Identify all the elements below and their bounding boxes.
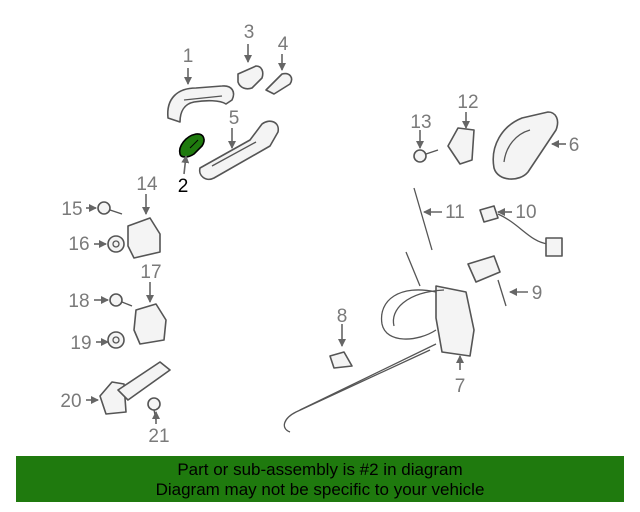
callout-2: 2 [178,176,189,197]
banner-line-2: Diagram may not be specific to your vehi… [155,480,485,499]
part-5-handle-frame[interactable] [198,120,280,181]
callout-4: 4 [278,34,289,55]
callout-6: 6 [569,135,580,156]
callout-3: 3 [244,22,255,43]
info-banner: Part or sub-assembly is #2 in diagram Di… [16,456,624,502]
callout-8: 8 [337,306,348,327]
part-3-cap[interactable] [237,65,264,90]
callout-11: 11 [445,202,465,223]
part-20-check[interactable] [99,361,171,415]
callout-14: 14 [136,174,158,195]
part-6-inside-handle[interactable] [492,111,559,180]
callout-12: 12 [457,92,478,113]
part-14-hinge[interactable] [127,217,161,259]
part-2-highlighted[interactable] [178,133,205,158]
part-9-cylinder[interactable] [467,255,507,307]
callout-21: 21 [148,426,169,447]
part-15-bolt[interactable] [97,201,123,215]
part-4-gasket[interactable] [265,72,293,95]
part-10-connector[interactable] [479,205,563,257]
part-18-bolt[interactable] [109,293,133,307]
callout-7: 7 [455,376,466,397]
callout-16: 16 [68,234,89,255]
callout-5: 5 [229,108,240,129]
part-17-hinge[interactable] [133,303,167,345]
callout-15: 15 [61,199,82,220]
leader-lines [86,44,566,424]
part-8-clip[interactable] [329,351,353,369]
callout-labels: 1 2 3 4 5 6 7 8 9 10 11 12 13 14 15 16 1… [60,22,579,447]
callout-9: 9 [532,283,543,304]
callout-13: 13 [410,112,431,133]
part-11-rod[interactable] [413,187,433,251]
parts-diagram: 1 2 3 4 5 6 7 8 9 10 11 12 13 14 15 16 1… [60,22,579,447]
banner-line-1: Part or sub-assembly is #2 in diagram [177,460,463,479]
part-13-bolt[interactable] [413,149,439,163]
part-1-outside-handle[interactable] [167,85,235,123]
part-7-latch[interactable] [283,251,475,433]
part-19-nut[interactable] [107,331,125,349]
part-21-bolt[interactable] [147,397,161,421]
callout-17: 17 [140,262,161,283]
callout-10: 10 [515,202,536,223]
callout-1: 1 [183,46,194,67]
part-12-bracket[interactable] [447,127,475,165]
callout-18: 18 [68,291,89,312]
callout-20: 20 [60,391,81,412]
callout-19: 19 [70,333,91,354]
part-16-nut[interactable] [107,235,125,253]
